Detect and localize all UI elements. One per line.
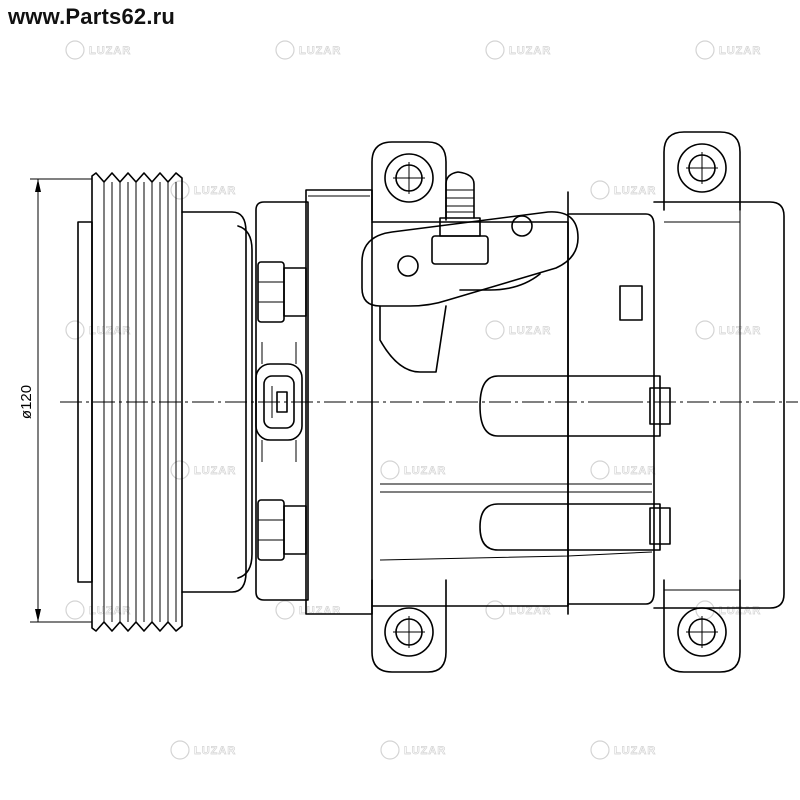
watermark-text: LUZAR xyxy=(89,605,131,617)
watermark-text: LUZAR xyxy=(89,45,131,57)
watermark-text: LUZAR xyxy=(509,605,551,617)
watermark-text: LUZAR xyxy=(194,185,236,197)
front-housing xyxy=(255,201,309,601)
site-label: www.Parts62.ru xyxy=(8,4,176,29)
electrical-connector xyxy=(255,342,303,462)
watermark-text: LUZAR xyxy=(404,465,446,477)
rear-cover xyxy=(653,201,785,609)
watermark-text: LUZAR xyxy=(614,185,656,197)
watermark-text: LUZAR xyxy=(194,745,236,757)
mount-ear-top-rear xyxy=(663,131,741,211)
discharge-port-bracket xyxy=(361,171,579,373)
diameter-label: ø120 xyxy=(18,385,35,419)
watermark-text: LUZAR xyxy=(404,745,446,757)
mount-ear-bottom-rear xyxy=(663,579,741,673)
compressor-body xyxy=(371,191,671,615)
watermark-text: LUZAR xyxy=(299,45,341,57)
watermark-text: LUZAR xyxy=(719,45,761,57)
watermark-text: LUZAR xyxy=(509,325,551,337)
watermark-text: LUZAR xyxy=(194,465,236,477)
diameter-dimension: ø120 xyxy=(18,178,92,623)
watermark-text: LUZAR xyxy=(89,325,131,337)
watermark-text: LUZAR xyxy=(614,745,656,757)
watermark-text: LUZAR xyxy=(509,45,551,57)
mount-ear-bottom-front xyxy=(371,579,447,673)
pulley xyxy=(77,172,253,632)
watermark-layer: LUZAR LUZAR LUZAR LUZAR LUZAR LUZAR LUZA… xyxy=(65,40,761,760)
mount-ear-top-front xyxy=(371,141,447,221)
watermark-text: LUZAR xyxy=(614,465,656,477)
